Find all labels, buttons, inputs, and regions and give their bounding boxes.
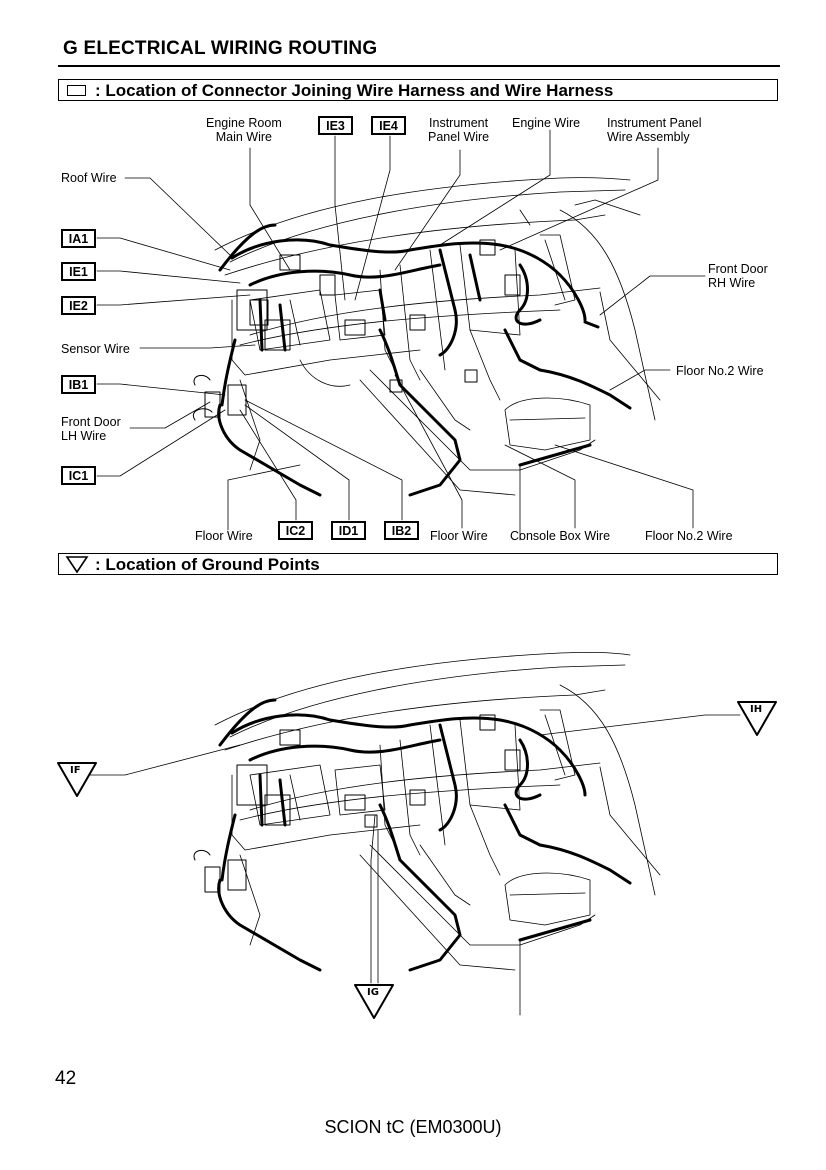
connector-tag-ib1: IB1 (61, 375, 96, 394)
connector-tag-ib2: IB2 (384, 521, 419, 540)
label-console-box-wire: Console Box Wire (510, 529, 611, 543)
connector-tag-ie3: IE3 (318, 116, 353, 135)
connector-tag-ie1: IE1 (61, 262, 96, 281)
page-heading: G ELECTRICAL WIRING ROUTING (63, 38, 378, 59)
label-engine-wire: Engine Wire (512, 116, 581, 130)
label-front-door-lh-wire: Front Door LH Wire (61, 415, 121, 443)
connector-location-title: : Location of Connector Joining Wire Har… (95, 81, 614, 100)
ground-label-if: IF (70, 765, 81, 776)
ground-label-ig: IG (367, 987, 379, 998)
page-number: 42 (55, 1068, 77, 1089)
ground-points-banner: : Location of Ground Points (58, 553, 778, 575)
connector-tag-ic1: IC1 (61, 466, 96, 485)
label-front-door-rh-wire: Front Door RH Wire (708, 262, 768, 290)
rectangle-outline-icon (67, 85, 86, 96)
ground-point-if-icon (57, 762, 97, 797)
label-instrument-panel-wire-assembly: Instrument Panel Wire Assembly (607, 116, 702, 144)
triangle-down-icon (65, 556, 89, 574)
connector-tag-ie2: IE2 (61, 296, 96, 315)
connector-tag-ia1: IA1 (61, 229, 96, 248)
connector-tag-id1: ID1 (331, 521, 366, 540)
ground-point-ih-icon (737, 701, 777, 736)
label-floor-no2-wire-bottom: Floor No.2 Wire (645, 529, 733, 543)
ground-label-ih: IH (750, 704, 763, 715)
connector-location-banner: : Location of Connector Joining Wire Har… (58, 79, 778, 101)
heading-rule (58, 65, 780, 67)
connector-tag-ic2: IC2 (278, 521, 313, 540)
label-engine-room-main-wire: Engine Room Main Wire (206, 116, 282, 144)
label-roof-wire: Roof Wire (61, 171, 117, 185)
label-floor-wire-left: Floor Wire (195, 529, 253, 543)
label-sensor-wire: Sensor Wire (61, 342, 130, 356)
label-floor-wire-right: Floor Wire (430, 529, 488, 543)
ground-points-title: : Location of Ground Points (95, 555, 320, 574)
footer-model: SCION tC (EM0300U) (324, 1117, 502, 1137)
connector-tag-ie4: IE4 (371, 116, 406, 135)
label-floor-no2-wire-right: Floor No.2 Wire (676, 364, 764, 378)
ground-point-ig-icon (354, 984, 394, 1019)
label-instrument-panel-wire: Instrument Panel Wire (428, 116, 490, 144)
